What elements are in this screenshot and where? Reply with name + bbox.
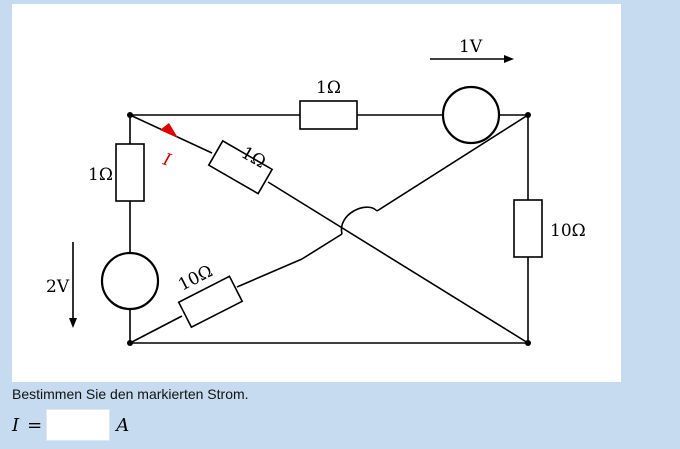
circuit-diagram: 1V 2V 1Ω 1Ω 1Ω 10Ω 10Ω I — [46, 37, 586, 346]
label-current: I — [160, 149, 174, 170]
label-resistor-left: 1Ω — [88, 165, 113, 185]
node-top-right — [525, 112, 531, 118]
wire-diag-a-2 — [267, 181, 529, 344]
resistor-diag-lower — [177, 275, 244, 329]
label-source-left: 2V — [46, 277, 70, 297]
wire-crossover-hop — [340, 206, 378, 235]
answer-unit: A — [116, 414, 130, 436]
question-text: Bestimmen Sie den markierten Strom. — [12, 386, 249, 402]
voltage-source-top — [441, 85, 501, 145]
current-arrow-icon — [160, 123, 178, 138]
answer-equals-sign: = — [27, 414, 43, 436]
wire-diag-b-3 — [301, 233, 343, 260]
resistor-right — [513, 199, 543, 258]
label-source-top: 1V — [459, 37, 483, 57]
node-bottom-right — [525, 340, 531, 346]
answer-variable: I — [12, 414, 20, 436]
voltage-arrow-top-head — [504, 55, 514, 63]
resistor-top — [299, 100, 358, 130]
resistor-left — [115, 143, 145, 202]
circuit-diagram-panel: 1V 2V 1Ω 1Ω 1Ω 10Ω 10Ω I — [12, 4, 621, 382]
label-resistor-right: 10Ω — [550, 221, 586, 241]
wire-diag-b-2 — [236, 258, 303, 288]
wire-diag-b-1 — [129, 315, 183, 344]
voltage-source-left — [100, 251, 160, 311]
resistor-diag-upper — [207, 139, 274, 195]
voltage-arrow-left-head — [69, 318, 77, 328]
answer-input[interactable] — [46, 409, 111, 441]
node-bottom-left — [127, 340, 133, 346]
node-top-left — [127, 112, 133, 118]
answer-row: I = A — [12, 408, 129, 442]
label-resistor-top: 1Ω — [316, 78, 341, 98]
wire-diag-b-4 — [376, 114, 529, 212]
